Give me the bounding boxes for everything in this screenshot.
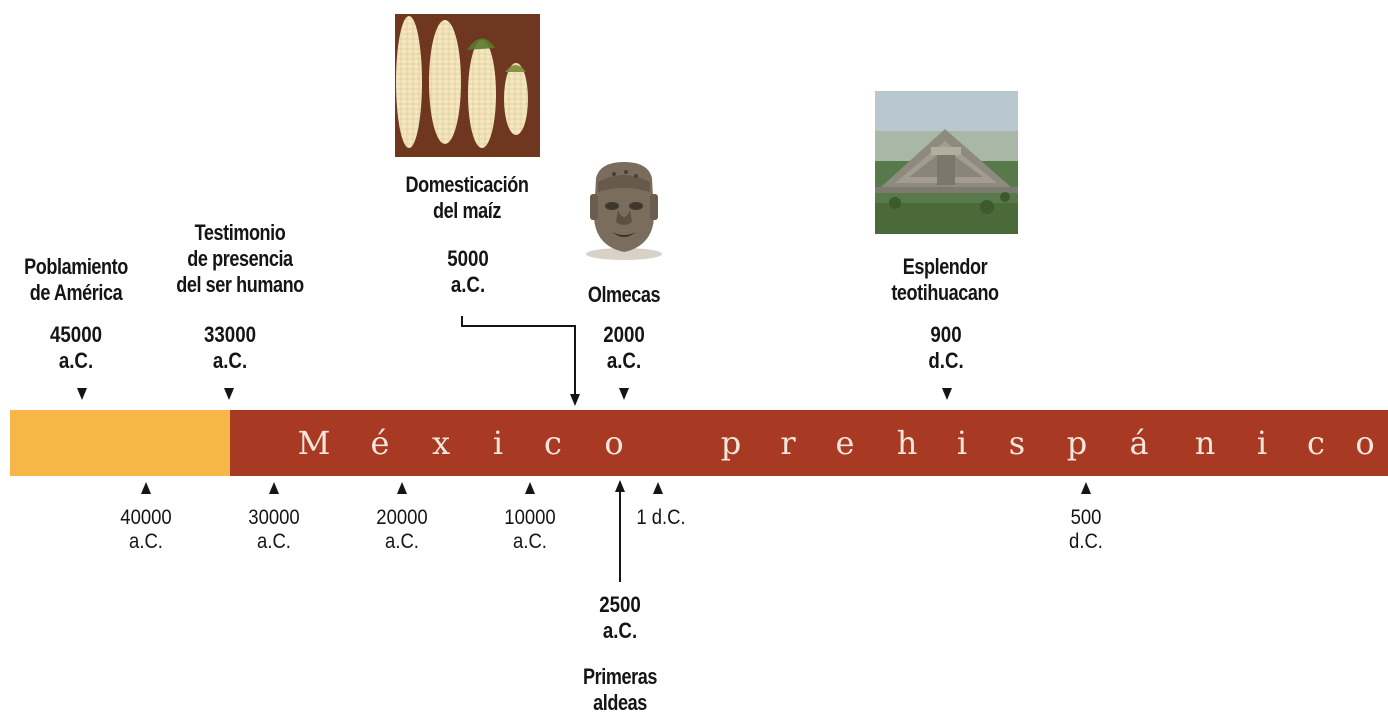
tick-up-icon xyxy=(525,482,535,494)
timeline-band-pre xyxy=(10,410,230,476)
event-title-teotihuacano: Esplendor teotihuacano xyxy=(891,254,999,305)
event-title-testimonio: Testimonio de presencia del ser humano xyxy=(176,220,304,297)
band-letter: o xyxy=(1355,424,1375,462)
tick-label-500: 500 d.C. xyxy=(1069,506,1103,553)
band-letter: p xyxy=(1066,424,1088,462)
arrow-down-icon xyxy=(77,388,87,400)
corn-photo xyxy=(395,14,540,157)
tick-up-icon xyxy=(397,482,407,494)
event-title-maiz: Domesticación del maíz xyxy=(405,172,529,223)
band-letter: i xyxy=(492,424,504,462)
event-date-olmecas: 2000 a.C. xyxy=(603,322,645,373)
band-letter: h xyxy=(896,424,918,462)
aldeas-arrow xyxy=(615,480,625,582)
band-letter: c xyxy=(1307,424,1325,462)
band-letter: M xyxy=(297,424,331,462)
band-letter: n xyxy=(1194,424,1216,462)
event-date-poblamiento: 45000 a.C. xyxy=(49,322,103,373)
event-title-poblamiento: Poblamiento de América xyxy=(24,254,128,305)
band-letter: á xyxy=(1129,424,1149,462)
event-title-olmecas: Olmecas xyxy=(587,282,661,307)
olmec-head-photo xyxy=(582,158,666,260)
event-date-teotihuacano: 900 d.C. xyxy=(928,322,964,373)
band-letter: o xyxy=(604,424,624,462)
band-letter: s xyxy=(1008,424,1026,462)
tick-up-icon xyxy=(269,482,279,494)
event-date-maiz: 5000 a.C. xyxy=(447,246,489,297)
band-letter: x xyxy=(431,424,451,462)
tick-label-20000: 20000 a.C. xyxy=(376,506,428,553)
tick-label-30000: 30000 a.C. xyxy=(248,506,300,553)
tick-label-1dc: 1 d.C. xyxy=(636,506,686,529)
teotihuacan-photo xyxy=(875,91,1018,234)
tick-up-icon xyxy=(141,482,151,494)
band-letter: r xyxy=(780,424,796,462)
band-letter: c xyxy=(544,424,562,462)
arrow-down-icon xyxy=(942,388,952,400)
timeline-band-main xyxy=(230,410,1388,476)
event-date-testimonio: 33000 a.C. xyxy=(203,322,257,373)
event-date-aldeas: 2500 a.C. xyxy=(599,592,641,643)
band-letter: i xyxy=(1256,424,1268,462)
maize-connector-arrow xyxy=(461,316,580,406)
band-letter: e xyxy=(835,424,855,462)
tick-label-10000: 10000 a.C. xyxy=(504,506,556,553)
arrow-down-icon xyxy=(619,388,629,400)
tick-up-icon xyxy=(653,482,663,494)
event-title-aldeas: Primeras aldeas xyxy=(583,664,657,715)
band-letter: i xyxy=(956,424,968,462)
band-letter: p xyxy=(720,424,742,462)
tick-label-40000: 40000 a.C. xyxy=(120,506,172,553)
arrow-down-icon xyxy=(224,388,234,400)
band-letter: é xyxy=(370,424,390,462)
tick-up-icon xyxy=(1081,482,1091,494)
